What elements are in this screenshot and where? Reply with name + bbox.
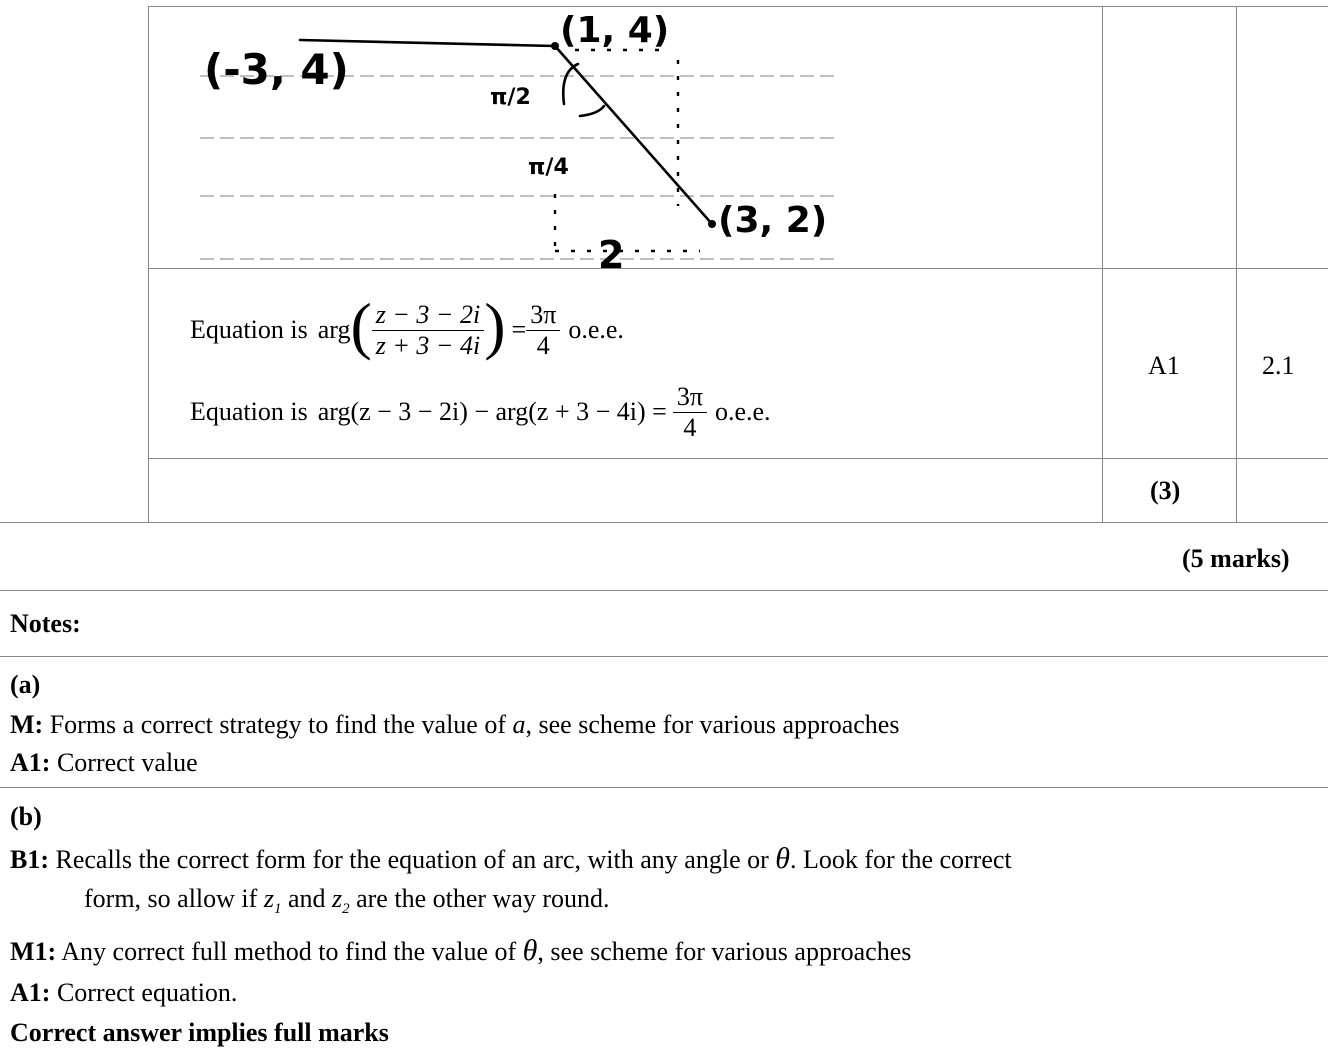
eq1-equals: = (511, 315, 527, 344)
eq1-rhs-den: 4 (536, 330, 550, 360)
eq1-paren-open: ( (350, 290, 372, 361)
note-a-m: M: Forms a correct strategy to find the … (10, 710, 899, 740)
point-label-top: (1, 4) (560, 10, 669, 51)
note-b-m1-text-2: , see scheme for various approaches (537, 937, 912, 966)
note-a-a1-label: A1: (10, 748, 51, 777)
note-b-m1-theta: θ (522, 934, 538, 967)
notes-part-b: (b) (10, 802, 42, 831)
grid-marks-col-border (1102, 6, 1103, 522)
eq2-rhs-den: 4 (683, 412, 697, 442)
grid-left-col-border (148, 6, 149, 522)
note-b-b1-text-1: Recalls the correct form for the equatio… (55, 845, 769, 874)
note-a-m-text-1: Forms a correct strategy to find the val… (49, 710, 506, 739)
eq2-prefix: Equation is (190, 397, 308, 426)
note-b-b1-text-2: . Look for the correct (790, 845, 1012, 874)
point-label-right: (3, 2) (718, 200, 827, 241)
eq1-fraction: z − 3 − 2i z + 3 − 4i (371, 300, 485, 361)
note-a-m-var: a (512, 710, 526, 739)
mark-code: A1 (1148, 351, 1180, 380)
eq1-denominator: z + 3 − 4i (375, 330, 481, 360)
grid-row-1-bottom (148, 268, 1328, 269)
grid-row-1-top (148, 6, 1328, 7)
eq2-oee: o.e.e. (714, 397, 771, 426)
eq2-rhs-num: 3π (672, 382, 707, 413)
point-label-left: (-3, 4) (204, 45, 349, 94)
note-a-m-text-2: , see scheme for various approaches (525, 710, 900, 739)
eq2-rhs: 3π 4 (672, 382, 707, 443)
eq1-arg: arg (317, 315, 351, 344)
note-b-m1: M1: Any correct full method to find the … (10, 936, 911, 967)
grid-subtotal-bottom (0, 522, 1328, 523)
note-b-b1-label: B1: (10, 845, 49, 874)
note-a-a1: A1: Correct value (10, 748, 198, 778)
arc-sketch: (-3, 4) (1, 4) (3, 2) π/2 π/4 2 (200, 10, 840, 268)
angle-label-right: π/2 (490, 85, 531, 110)
grid-ao-col-border (1236, 6, 1237, 522)
equation-1: Equation is arg ( z − 3 − 2i z + 3 − 4i … (190, 290, 624, 370)
note-a-a1-text: Correct value (56, 748, 198, 777)
note-b-b1-z1: z1 (263, 884, 282, 917)
note-b-m1-text-1: Any correct full method to find the valu… (61, 937, 517, 966)
width-label: 2 (598, 233, 624, 268)
note-b-b1-line2-b: are the other way round. (356, 884, 610, 913)
eq1-numerator: z − 3 − 2i (371, 300, 485, 331)
notes-heading: Notes: (10, 609, 81, 638)
note-b-m1-label: M1: (10, 937, 57, 966)
note-b-b1-line2-a: form, so allow if (84, 884, 258, 913)
note-b-b1-theta: θ (775, 842, 791, 875)
eq2-body: arg(z − 3 − 2i) − arg(z + 3 − 4i) = (317, 397, 667, 426)
note-b-b1-line2: form, so allow if z1 and z2 are the othe… (84, 884, 610, 924)
note-b-a1-text: Correct equation. (56, 978, 238, 1007)
angle-label-quarter: π/4 (528, 155, 569, 180)
grid-total-bottom (0, 590, 1328, 591)
assessment-objective: 2.1 (1262, 351, 1295, 380)
note-a-m-label: M: (10, 710, 44, 739)
eq1-paren-close: ) (484, 290, 506, 361)
total-marks: (5 marks) (1182, 544, 1290, 573)
eq1-prefix: Equation is (190, 315, 308, 344)
equation-2: Equation is arg(z − 3 − 2i) − arg(z + 3 … (190, 372, 771, 452)
eq1-oee: o.e.e. (568, 315, 624, 344)
grid-part-a-bottom (0, 787, 1328, 788)
grid-row-2-bottom (148, 458, 1328, 459)
eq1-rhs-num: 3π (526, 300, 561, 331)
eq1-rhs: 3π 4 (526, 300, 561, 361)
note-b-a1: A1: Correct equation. (10, 978, 237, 1008)
note-b-a1-label: A1: (10, 978, 51, 1007)
note-b-b1-line1: B1: Recalls the correct form for the equ… (10, 844, 1012, 875)
subtotal-marks: (3) (1150, 476, 1181, 505)
notes-part-a: (a) (10, 670, 41, 699)
note-b-b1-and: and (287, 884, 326, 913)
note-final: Correct answer implies full marks (10, 1018, 389, 1047)
grid-notes-heading-bottom (0, 656, 1328, 657)
note-b-b1-z2: z2 (331, 884, 350, 917)
